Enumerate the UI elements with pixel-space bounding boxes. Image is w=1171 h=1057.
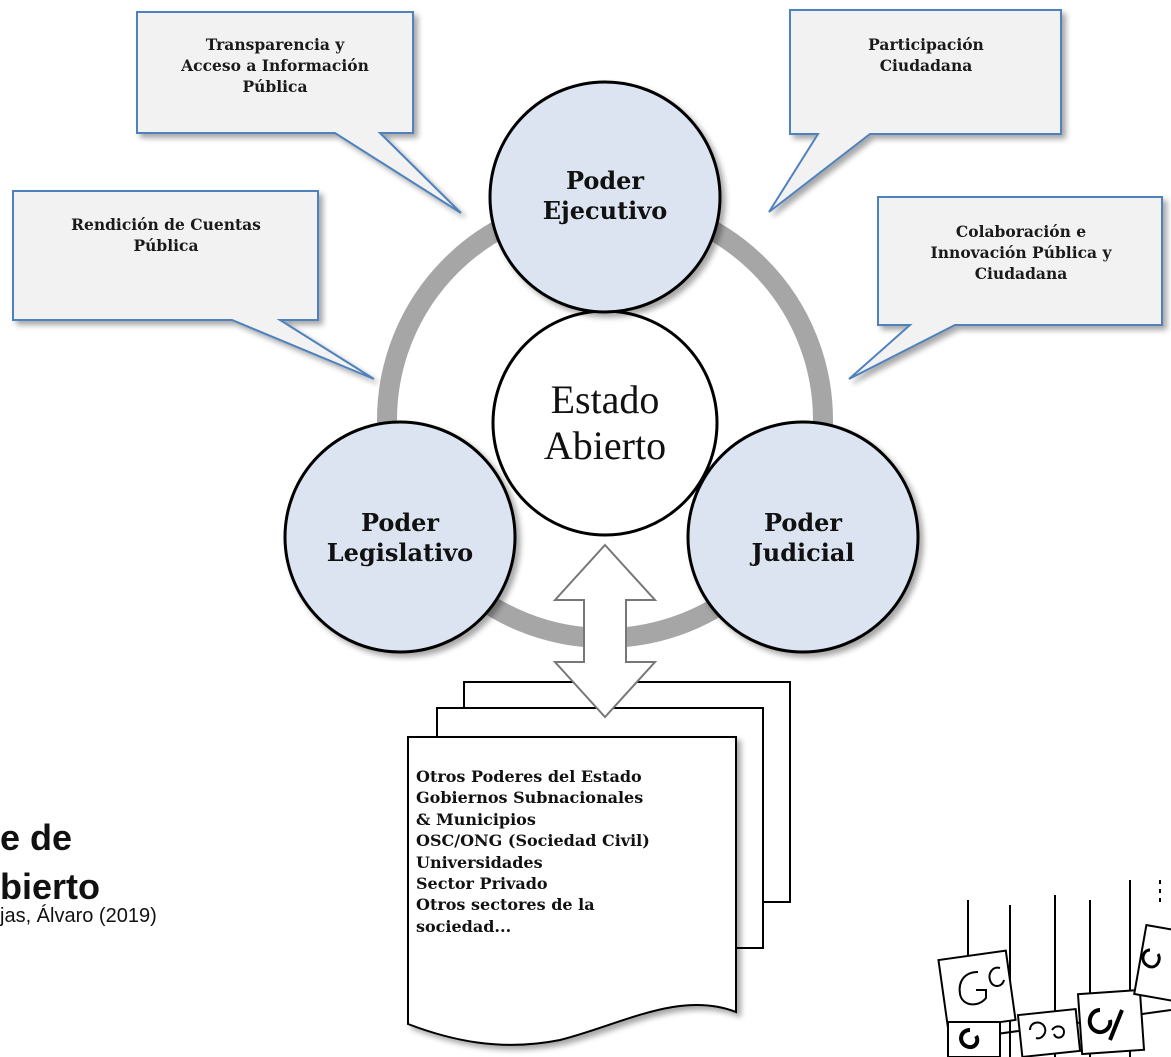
callout-participacion: Participación Ciudadana — [800, 34, 1052, 76]
document-list-item: sociedad... — [416, 916, 512, 936]
callout-transparencia-line: Transparencia y — [205, 35, 345, 54]
callout-rendicion-line: Pública — [133, 236, 199, 255]
callout-colaboracion: Colaboración e Innovación Pública y Ciud… — [886, 221, 1156, 284]
callout-participacion-shape — [768, 9, 1062, 213]
callout-transparencia-line: Pública — [242, 77, 308, 96]
callout-colaboracion-shape — [848, 196, 1163, 380]
document-list-item: Universidades — [416, 852, 543, 872]
document-list-item: Otros Poderes del Estado — [416, 767, 642, 786]
poder-legislativo-line: Poder — [360, 508, 440, 537]
poder-judicial-label: Poder Judicial — [703, 508, 903, 568]
poder-legislativo-line: Legislativo — [326, 538, 474, 567]
documents-stack — [407, 681, 791, 1046]
callout-transparencia-shape — [136, 11, 462, 214]
document-list-item: Gobiernos Subnacionales — [416, 788, 644, 808]
caption-credit: jas, Álvaro (2019) — [0, 905, 157, 927]
estado-abierto-line: Abierto — [543, 423, 667, 468]
double-arrow — [552, 543, 658, 719]
callout-rendicion-line: Rendición de Cuentas — [71, 215, 261, 234]
callout-transparencia-line: Acceso a Información — [181, 56, 369, 75]
callout-rendicion: Rendición de Cuentas Pública — [28, 214, 304, 256]
poder-ejecutivo-circle — [488, 80, 722, 314]
poder-ejecutivo-label: Poder Ejecutivo — [505, 166, 705, 226]
callout-transparencia: Transparencia y Acceso a Información Púb… — [152, 34, 398, 97]
callout-colaboracion-line: Innovación Pública y — [930, 243, 1112, 262]
poder-judicial-circle — [686, 420, 920, 654]
document-list-item: OSC/ONG (Sociedad Civil) — [416, 831, 650, 851]
poder-ejecutivo-line: Poder — [565, 166, 645, 195]
callout-colaboracion-line: Colaboración e — [955, 222, 1087, 241]
callout-participacion-line: Ciudadana — [879, 56, 973, 75]
caption-line-2: bierto — [0, 866, 101, 907]
document-list: Otros Poderes del Estado Gobiernos Subna… — [416, 766, 736, 937]
poder-legislativo-circle — [283, 420, 517, 654]
document-front — [407, 736, 737, 1046]
callout-rendicion-shape — [12, 190, 375, 380]
poder-legislativo-label: Poder Legislativo — [300, 508, 500, 568]
caption-line-1: e de — [0, 817, 73, 858]
poder-judicial-line: Judicial — [751, 538, 855, 567]
document-list-item: Sector Privado — [416, 874, 548, 894]
document-list-item: & Municipios — [416, 809, 536, 829]
estado-abierto-label: Estado Abierto — [515, 377, 695, 469]
poder-ejecutivo-line: Ejecutivo — [542, 196, 668, 225]
poder-judicial-line: Poder — [763, 508, 843, 537]
document-list-item: Otros sectores de la — [416, 895, 595, 915]
callout-colaboracion-line: Ciudadana — [974, 264, 1068, 283]
callout-participacion-line: Participación — [868, 35, 984, 54]
gg-logo — [937, 880, 1171, 1057]
estado-abierto-line: Estado — [550, 377, 660, 422]
